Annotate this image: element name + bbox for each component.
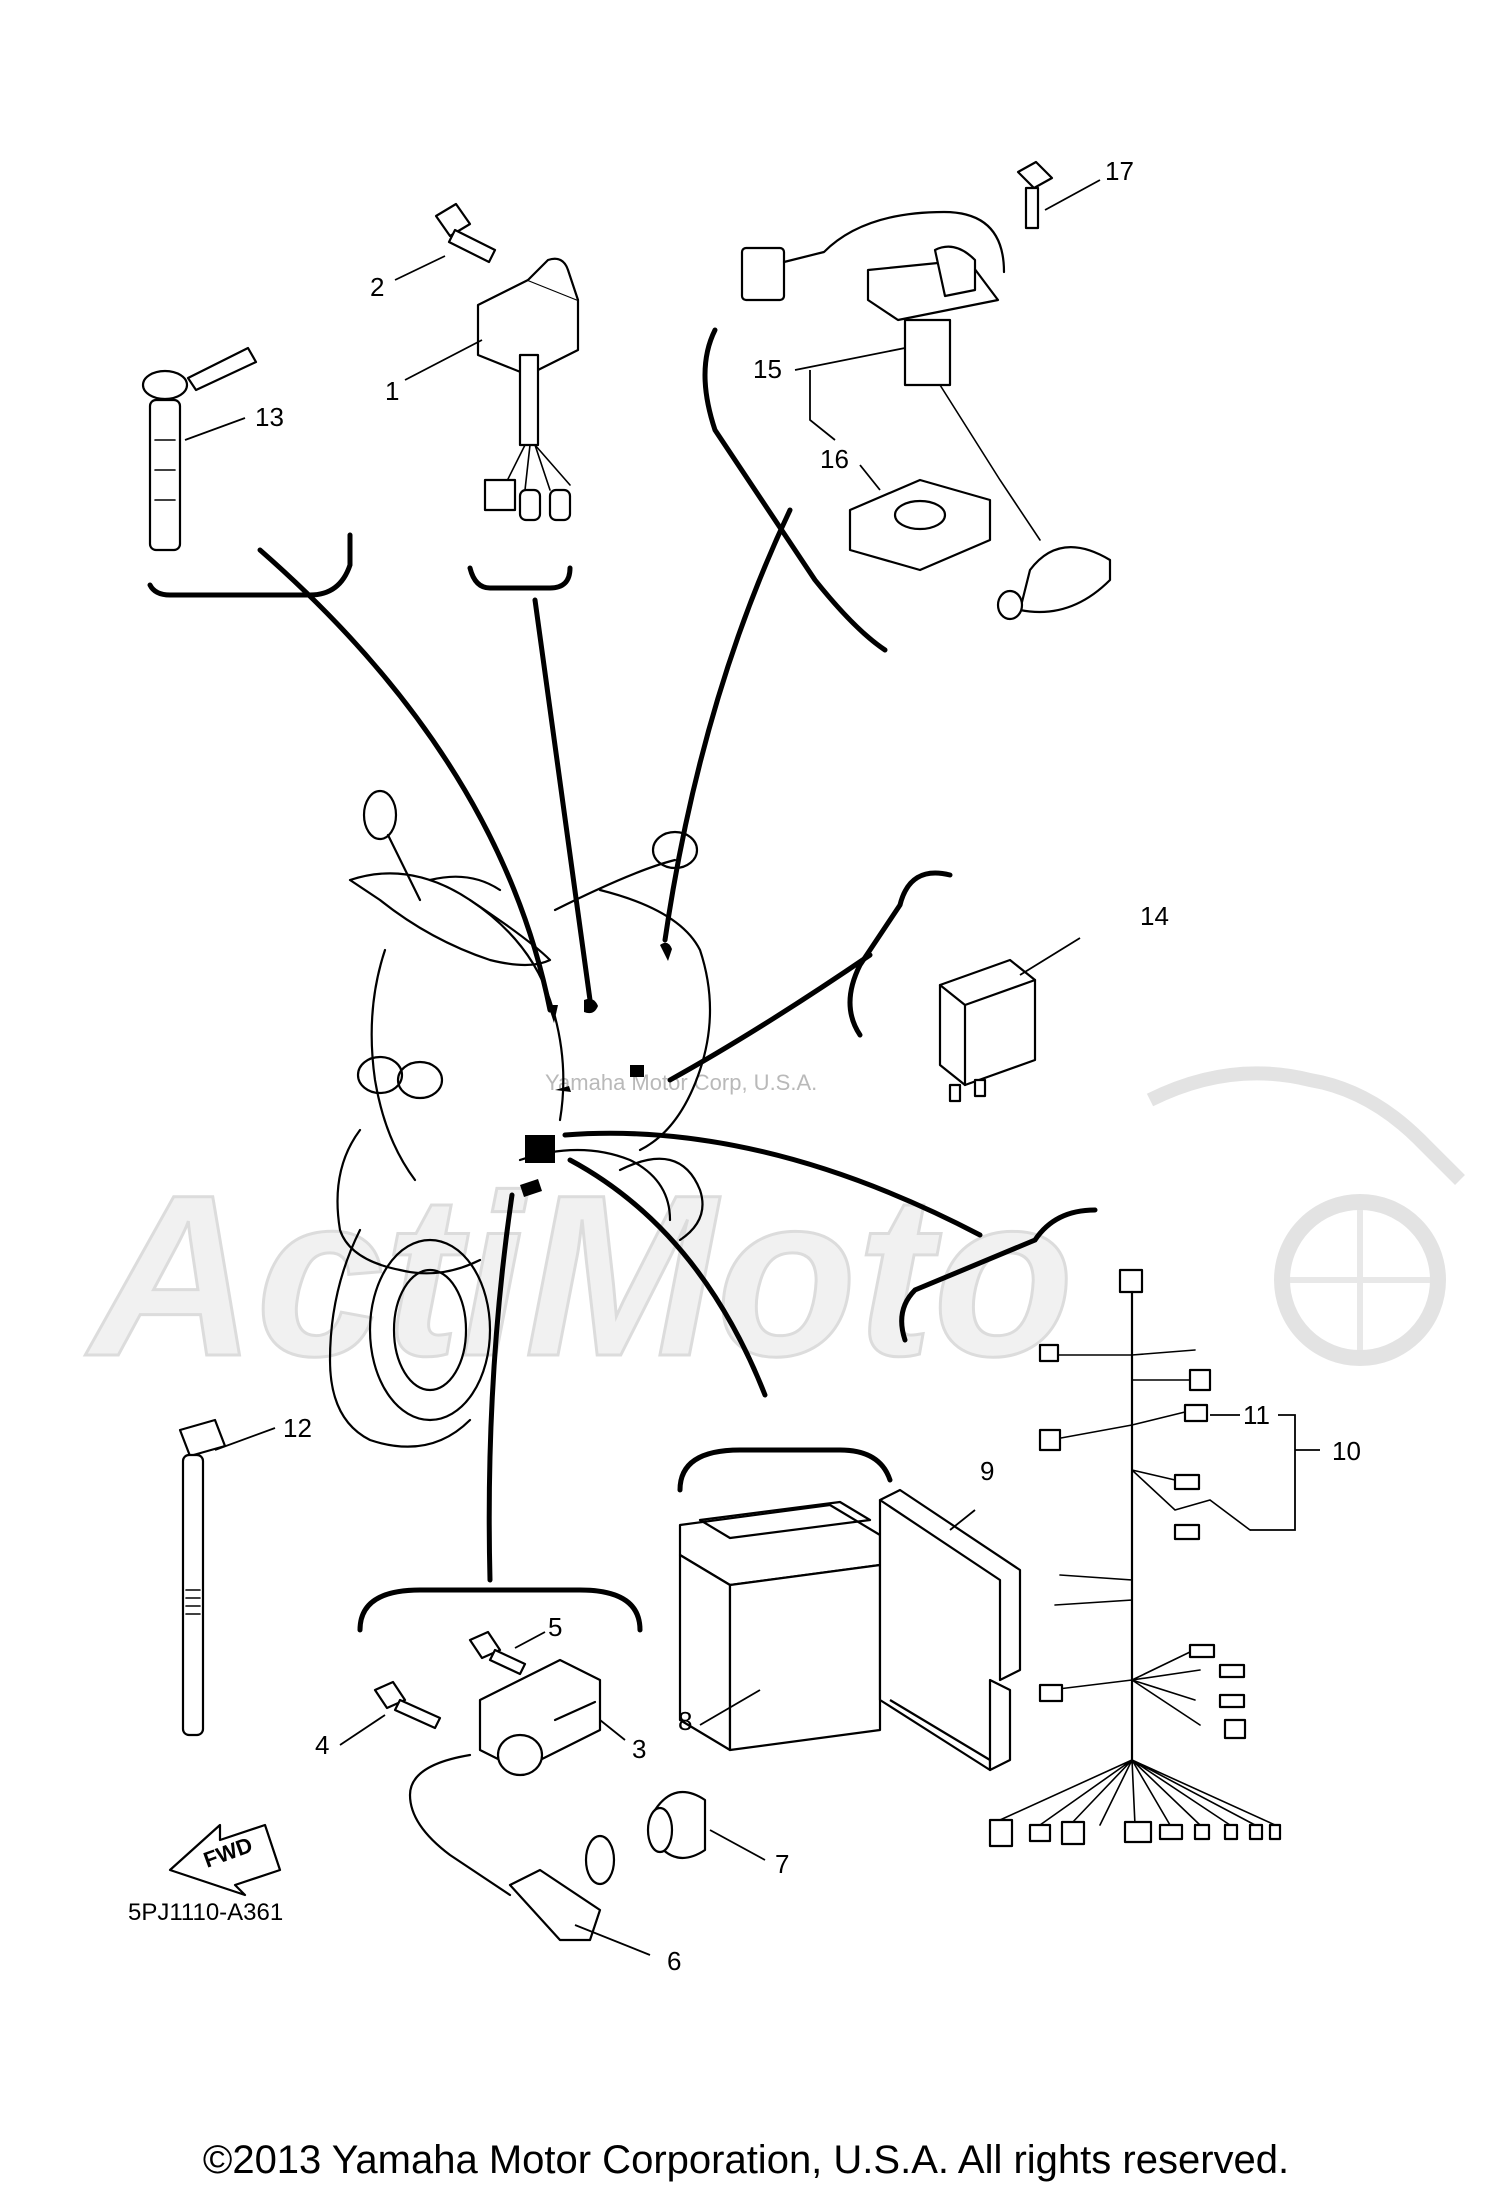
callout-3: 3 [632,1734,646,1764]
callout-10: 10 [1332,1436,1361,1466]
part-6-plug-cap-lead [408,1753,651,1956]
part-13-spark-plug-cap [141,346,258,552]
callout-4: 4 [315,1730,329,1760]
watermark-big-text: ActiMoto [85,1147,1074,1404]
part-code: 5PJ1110-A361 [128,1899,283,1926]
callout-8: 8 [678,1706,692,1736]
callout-6: 6 [667,1946,681,1976]
part-1-cdi-unit [404,257,580,522]
group-brackets [147,327,1098,1633]
callout-16: 16 [820,444,849,474]
part-14-relay [938,937,1081,1103]
part-5-bolt [468,1630,546,1676]
callout-14: 14 [1140,901,1169,931]
part-16-gasket [848,464,992,572]
actimoto-watermark: ActiMoto [84,1066,1465,1406]
part-12-cable-tie [178,1418,276,1737]
part-7-grommet [646,1790,766,1861]
callout-2: 2 [370,272,384,302]
callout-5: 5 [548,1612,562,1642]
callout-9: 9 [980,1456,994,1486]
part-4-bolt [339,1680,442,1746]
callout-17: 17 [1105,156,1134,186]
part-9-battery-cover [878,1488,1022,1772]
part-8-battery [678,1500,882,1752]
part-17-screw [1016,160,1101,230]
part-15-fuel-sender [740,210,1112,621]
callout-13: 13 [255,402,284,432]
assembly-arrows [257,507,983,1583]
callout-12: 12 [283,1413,312,1443]
callout-15: 15 [753,354,782,384]
fwd-arrow: FWD [168,1823,282,1897]
part-10-wire-harness [988,1268,1320,1848]
callout-11: 11 [1243,1400,1270,1430]
copyright-notice: ©2013 Yamaha Motor Corporation, U.S.A. A… [203,2138,1289,2182]
callout-7: 7 [775,1849,789,1879]
part-2-bolt [394,202,497,281]
part-3-ignition-coil [478,1658,626,1777]
callout-1: 1 [385,376,399,406]
